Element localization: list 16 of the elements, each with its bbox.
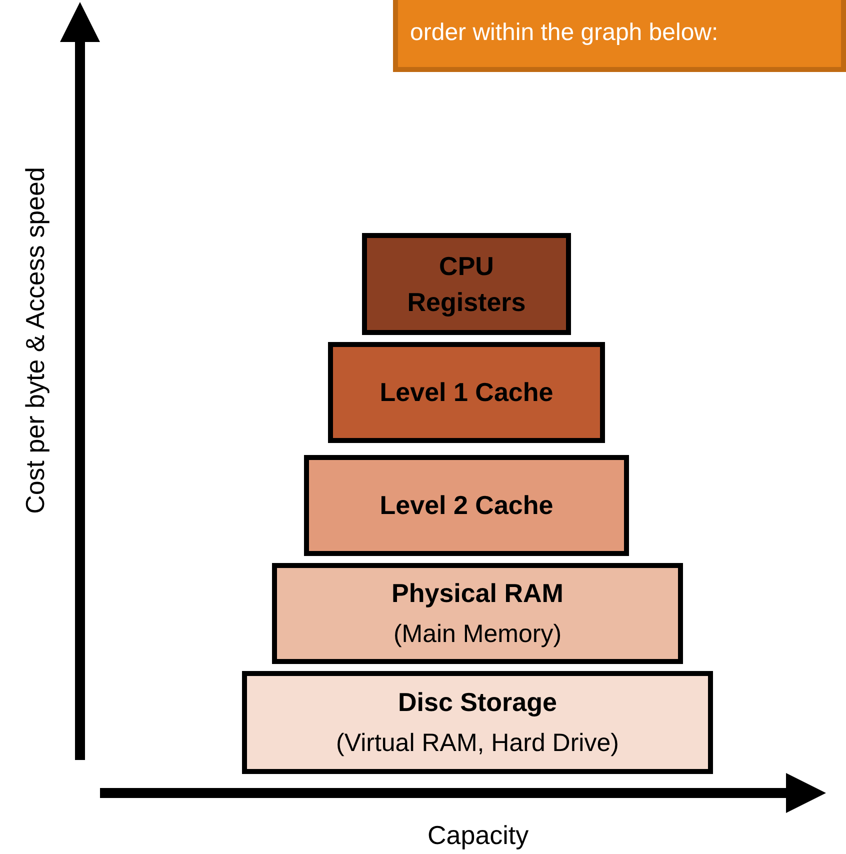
note-text: order within the graph below: <box>410 19 718 48</box>
tier-title: Level 1 Cache <box>380 376 554 409</box>
tier-title: Level 2 Cache <box>380 488 554 522</box>
tier-title: Disc Storage <box>398 686 557 719</box>
tier-subtitle: (Main Memory) <box>393 619 562 650</box>
tier-box <box>242 671 713 774</box>
tier-subtitle: (Virtual RAM, Hard Drive) <box>336 728 619 760</box>
note-box <box>393 0 846 72</box>
tier-title: Physical RAM <box>392 576 564 610</box>
tier-title: CPU Registers <box>406 250 527 319</box>
axis-title: Capacity <box>428 820 529 850</box>
tier-box <box>362 233 571 335</box>
tier-box <box>328 342 605 443</box>
tier-box <box>272 563 683 664</box>
tier-box <box>304 455 629 556</box>
axis-title: Cost per byte & Access speed <box>19 166 50 514</box>
